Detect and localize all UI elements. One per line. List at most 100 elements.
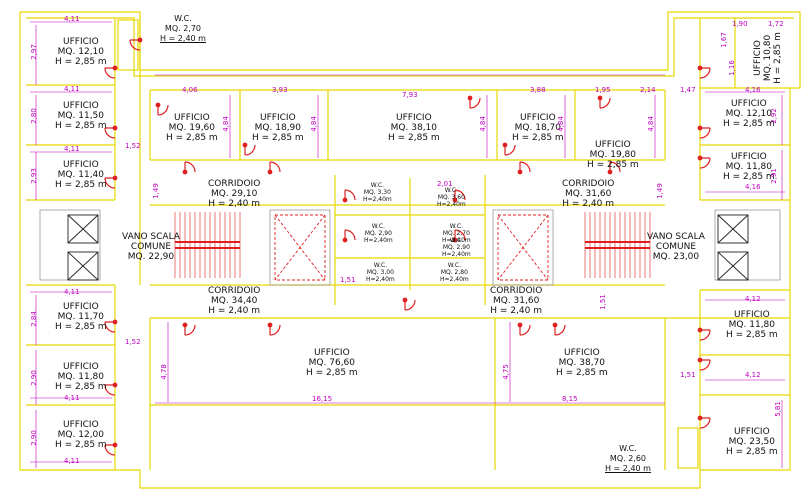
room-name: VANO SCALA — [122, 232, 180, 242]
dim-label: 1,52 — [125, 142, 141, 150]
dim-label: 1,16 — [727, 60, 736, 76]
room-name: W.C. — [447, 262, 461, 269]
door-hinge — [182, 169, 188, 175]
room-name: VANO SCALA — [647, 232, 705, 242]
room-height: H = 2,40 m — [562, 199, 614, 209]
dim-label: 4,84 — [478, 116, 487, 132]
dim-label: 3,88 — [530, 86, 546, 94]
dim-label: 4,84 — [646, 116, 655, 132]
room-area: MQ. 11,70 — [57, 312, 105, 322]
door-hinge — [112, 125, 118, 131]
room-area: MQ. 31,60 — [492, 296, 540, 306]
door-hinge — [517, 322, 523, 328]
room-height: H = 2,85 m — [726, 330, 778, 340]
dim-label: 5,81 — [773, 401, 782, 417]
door-hinge — [452, 237, 458, 243]
room-area: MQ. 3,30 — [363, 189, 391, 196]
door-hinge — [182, 322, 188, 328]
door-hinge — [242, 142, 248, 148]
dim-label: 4,84 — [309, 116, 318, 132]
dim-label: 4,84 — [221, 116, 230, 132]
room-height: H = 2,85 m — [55, 57, 107, 67]
room-height: H = 2,85 m — [166, 133, 218, 143]
room-area: MQ. 2,90 — [442, 244, 470, 251]
room-area: MQ. 38,10 — [390, 123, 438, 133]
door-hinge — [452, 197, 458, 203]
dim-label: 7,93 — [402, 91, 418, 99]
room-name: W.C. — [444, 187, 458, 194]
door-hinge — [137, 37, 143, 43]
room-area: MQ. 3,60 — [437, 194, 465, 201]
room-name: UFFICIO — [564, 348, 600, 358]
room-area: MQ. 23,50 — [728, 437, 776, 447]
room-area: MQ. 19,80 — [589, 150, 637, 160]
room-height: H = 2,85 m — [55, 121, 107, 131]
dim-label: 1,90 — [732, 20, 748, 28]
dim-label: 1,72 — [768, 20, 784, 28]
room-name: CORRIDOIO — [208, 179, 261, 189]
dim-label: 2,80 — [29, 108, 38, 124]
room-height: H=2,40m — [442, 251, 471, 258]
room-area: MQ. 11,80 — [728, 320, 776, 330]
room-name: UFFICIO — [63, 101, 99, 111]
room-height: H = 2,85 m — [55, 180, 107, 190]
room-area: MQ. 10,80 — [763, 34, 773, 82]
dim-label: 2,14 — [640, 86, 656, 94]
room-height: H=2,40m — [437, 201, 466, 208]
dim-label: 4,11 — [64, 288, 80, 296]
wc-height: H = 2,40 m — [605, 464, 651, 473]
room-area: MQ. 12,00 — [57, 430, 105, 440]
room-height: H = 2,85 m — [388, 133, 440, 143]
room-name-2: COMUNE — [130, 242, 172, 252]
room-name: UFFICIO — [63, 362, 99, 372]
room-height: H = 2,40 m — [208, 306, 260, 316]
room-name: W.C. — [370, 182, 384, 189]
door-hinge — [402, 297, 408, 303]
room-name: UFFICIO — [63, 420, 99, 430]
wc-height: H = 2,40 m — [160, 34, 206, 43]
dim-label: 4,11 — [64, 85, 80, 93]
room-name: UFFICIO — [63, 302, 99, 312]
dim-label: 4,16 — [745, 183, 761, 191]
room-area: MQ. 31,60 — [564, 189, 612, 199]
room-area: MQ. 11,40 — [57, 170, 105, 180]
dim-label: 2,92 — [769, 108, 778, 124]
dim-label: 4,78 — [159, 364, 168, 380]
room-area: MQ. 19,60 — [168, 123, 216, 133]
room-area: MQ. 3,00 — [366, 269, 394, 276]
dim-label: 1,51 — [680, 371, 696, 379]
dim-label: 1,47 — [680, 86, 696, 94]
room-height: H = 2,85 m — [512, 133, 564, 143]
dim-label: 4,11 — [64, 15, 80, 23]
room-height: H=2,40m — [440, 276, 469, 283]
dim-label: 2,93 — [29, 168, 38, 184]
room-name: UFFICIO — [731, 99, 767, 109]
dim-label: 4,11 — [64, 394, 80, 402]
room-height: H = 2,85 m — [252, 133, 304, 143]
room-area: MQ. 29,10 — [210, 189, 258, 199]
dim-label: 2,90 — [29, 370, 38, 386]
dim-label: 1,49 — [151, 183, 160, 199]
room-height: H=2,40m — [363, 196, 392, 203]
door-hinge — [112, 382, 118, 388]
room-area: MQ. 11,80 — [725, 162, 773, 172]
room-area: MQ. 2,70 — [442, 230, 470, 237]
door-hinge — [697, 125, 703, 131]
room-name: UFFICIO — [396, 113, 432, 123]
door-hinge — [467, 95, 473, 101]
dim-label: 8,15 — [562, 395, 578, 403]
room-height: H = 2,40 m — [208, 199, 260, 209]
door-hinge — [342, 237, 348, 243]
dim-label: 2,84 — [29, 311, 38, 327]
